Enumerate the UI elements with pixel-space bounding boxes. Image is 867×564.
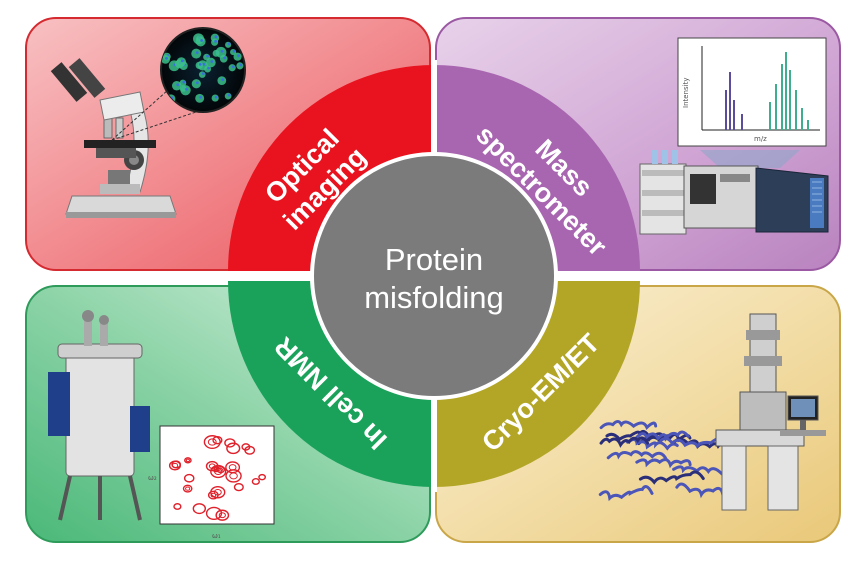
nmr-ylabel: ω₂ bbox=[148, 474, 157, 482]
mass-spectrometer-icon bbox=[639, 150, 829, 235]
nmr-xlabel: ω₁ bbox=[212, 532, 221, 540]
center-label-line2: misfolding bbox=[364, 280, 504, 315]
electron-microscope-icon bbox=[715, 313, 826, 511]
mass-spectrum-plot: Intensity m/z bbox=[677, 37, 827, 147]
cell-image bbox=[160, 27, 246, 113]
center-label-line1: Protein bbox=[385, 242, 483, 277]
mass-spectrum-ylabel: Intensity bbox=[682, 78, 690, 108]
nmr-spectrometer-icon bbox=[48, 310, 150, 521]
center-circle bbox=[310, 152, 558, 400]
mass-spectrum-xlabel: m/z bbox=[754, 135, 767, 143]
microscope-icon bbox=[50, 58, 177, 218]
nmr-spectrum-plot: ω₁ ω₂ bbox=[148, 425, 275, 540]
